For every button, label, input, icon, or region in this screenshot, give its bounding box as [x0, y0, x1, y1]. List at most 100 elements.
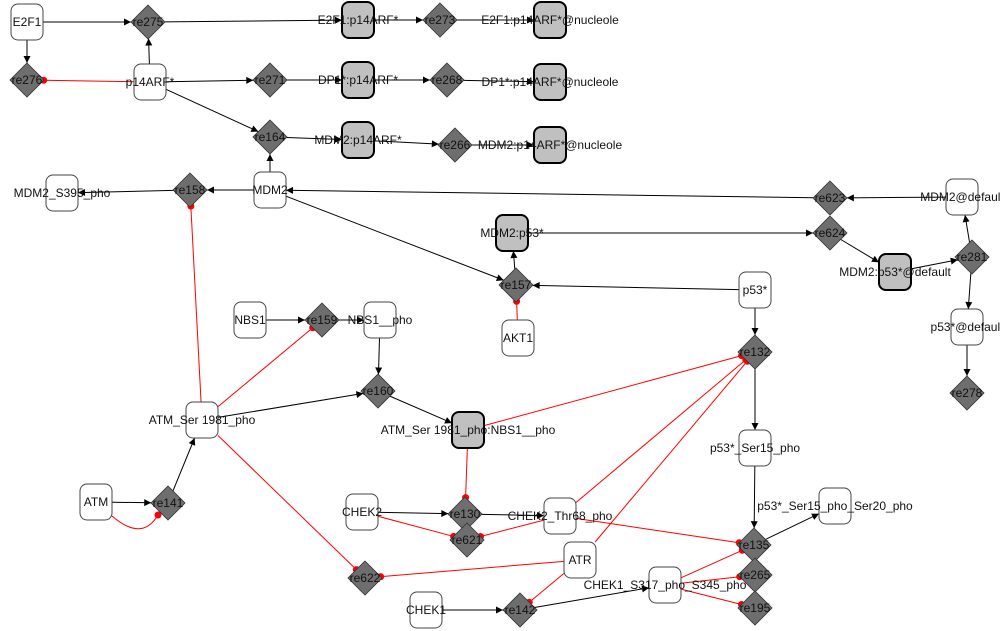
reaction-node-re142[interactable]: re142: [502, 592, 538, 628]
species-node-chek2[interactable]: CHEK2: [342, 493, 382, 531]
species-node-p53_def[interactable]: p53*@default: [931, 308, 1000, 346]
reaction-edge-re135-to-p53_S15_S20: [765, 513, 820, 540]
node-label: re268: [432, 73, 463, 87]
modifier-edge-ATR-to-re132: [594, 360, 748, 543]
species-node-p53[interactable]: p53*: [738, 271, 772, 309]
complex-box: [341, 1, 375, 39]
reaction-edge-p53_S15-to-re135: [750, 465, 758, 529]
species-node-chek1_s[interactable]: CHEK1_S317_pho_S345_pho: [584, 566, 747, 604]
species-node-atm[interactable]: ATM: [79, 483, 113, 521]
reaction-node-re195[interactable]: re195: [737, 590, 773, 626]
reaction-node-re268[interactable]: re268: [429, 62, 465, 98]
reaction-node-re624[interactable]: re624: [812, 215, 848, 251]
complex-box: [495, 214, 529, 252]
node-label: DP1*:p14ARF*: [318, 73, 398, 87]
complex-node-c_atm_nbs1[interactable]: ATM_Ser 1981_pho:NBS1__pho: [381, 411, 556, 449]
reaction-node-re158[interactable]: re158: [172, 172, 208, 208]
reaction-diamond-icon: [498, 267, 534, 303]
reaction-node-re281[interactable]: re281: [954, 239, 990, 275]
species-node-p14arf[interactable]: p14ARF*: [126, 63, 175, 101]
node-label: p53*_Ser15_pho: [710, 441, 800, 455]
species-box: [345, 493, 379, 531]
reaction-node-re623[interactable]: re623: [812, 180, 848, 216]
modifier-edge-CHEK2_T68-to-re132: [575, 359, 747, 503]
reaction-node-re141[interactable]: re141: [150, 485, 186, 521]
complex-node-c_dp1_nuc[interactable]: DP1*:p14ARF*@nucleole: [482, 63, 619, 101]
reaction-diamond-icon: [949, 375, 985, 411]
reaction-node-re135[interactable]: re135: [736, 527, 772, 563]
modifier-edge-p14ARF-to-re276: [43, 79, 135, 83]
node-label: re195: [740, 601, 771, 615]
modifier-edge-CHEK1_S-to-re265: [680, 576, 740, 584]
reaction-node-re157[interactable]: re157: [498, 267, 534, 303]
complex-node-c_mdm2p14_nuc[interactable]: MDM2:p14ARF*@nucleole: [478, 126, 623, 164]
reaction-edge-re281-to-p53_def: [965, 272, 973, 310]
node-label: NBS1: [234, 313, 266, 327]
complex-node-c_e2f1[interactable]: E2F1:p14ARF*: [318, 1, 399, 39]
reaction-diamond-icon: [502, 592, 538, 628]
reaction-node-re275[interactable]: re275: [130, 4, 166, 40]
species-box: [648, 566, 682, 604]
reaction-edge-re158-to-MDM2_S395: [77, 188, 174, 196]
node-label: re281: [957, 250, 988, 264]
species-node-akt1[interactable]: AKT1: [501, 319, 535, 357]
node-label: re157: [501, 278, 532, 292]
reaction-node-re160[interactable]: re160: [360, 373, 396, 409]
species-box: [738, 271, 772, 309]
reaction-diamond-icon: [9, 62, 45, 98]
reaction-node-re130[interactable]: re130: [447, 496, 483, 532]
node-label: MDM2:p14ARF*@nucleole: [478, 138, 623, 152]
node-label: CHEK2: [342, 505, 382, 519]
node-label: re275: [133, 15, 164, 29]
reaction-node-re265[interactable]: re265: [737, 557, 773, 593]
reaction-node-re622[interactable]: re622: [347, 560, 383, 596]
reaction-diamond-icon: [172, 172, 208, 208]
reaction-diamond-icon: [437, 127, 473, 163]
species-node-p53_s15[interactable]: p53*_Ser15_pho: [710, 429, 800, 467]
complex-node-c_mdm2p53_def[interactable]: MDM2:p53*@default: [839, 253, 951, 291]
species-node-nbs1[interactable]: NBS1: [233, 301, 267, 339]
species-node-chek2_t68[interactable]: CHEK2_Thr68_pho: [508, 497, 613, 535]
reaction-node-re159[interactable]: re159: [304, 302, 340, 338]
complex-node-c_mdm2p53[interactable]: MDM2:p53*: [480, 214, 544, 252]
species-node-mdm2[interactable]: MDM2: [252, 171, 288, 209]
reaction-node-re273[interactable]: re273: [422, 2, 458, 38]
reaction-diamond-icon: [812, 180, 848, 216]
species-node-atm_ser[interactable]: ATM_Ser 1981_pho: [149, 401, 256, 439]
species-node-e2f1[interactable]: E2F1: [10, 3, 44, 41]
complex-box: [341, 121, 375, 159]
modifier-edge-ATM_Ser-to-re158: [190, 206, 202, 403]
node-label: re132: [740, 345, 771, 359]
node-label: re265: [740, 568, 771, 582]
reaction-node-re621[interactable]: re621: [449, 522, 485, 558]
species-node-p53_s15_s20[interactable]: p53*_Ser15_pho_Ser20_pho: [757, 487, 913, 525]
node-label: re159: [307, 313, 338, 327]
species-node-mdm2_s395[interactable]: MDM2_S395_pho: [14, 174, 111, 212]
species-node-chek1[interactable]: CHEK1: [406, 591, 446, 629]
node-label: re158: [175, 183, 206, 197]
modifier-edge-CHEK2_T68-to-re135: [575, 517, 740, 544]
species-box: [818, 487, 852, 525]
node-label: CHEK1_S317_pho_S345_pho: [584, 578, 747, 592]
reaction-node-re276[interactable]: re276: [9, 62, 45, 98]
reaction-node-re132[interactable]: re132: [737, 334, 773, 370]
reaction-node-re164[interactable]: re164: [252, 119, 288, 155]
complex-node-c_e2f1_nuc[interactable]: E2F1:p14ARF*@nucleole: [481, 1, 619, 39]
reaction-node-re271[interactable]: re271: [252, 62, 288, 98]
reaction-edge-c_mdm2p14-to-re266: [373, 140, 439, 148]
node-label: re164: [255, 130, 286, 144]
species-box: [950, 308, 984, 346]
reaction-node-re278[interactable]: re278: [949, 375, 985, 411]
species-box: [233, 301, 267, 339]
species-node-atr[interactable]: ATR: [563, 541, 597, 579]
species-node-nbs1_pho[interactable]: NBS1__pho: [348, 301, 413, 339]
node-label: re622: [350, 571, 381, 585]
node-label: re276: [12, 73, 43, 87]
reaction-diamond-icon: [252, 62, 288, 98]
complex-node-c_dp1[interactable]: DP1*:p14ARF*: [318, 61, 398, 99]
modifier-dot-icon: [154, 511, 162, 519]
complex-node-c_mdm2p14[interactable]: MDM2:p14ARF*: [314, 121, 402, 159]
species-node-mdm2_def[interactable]: MDM2@default: [920, 178, 1000, 216]
modifier-edge-c_atm_nbs1-to-re132: [483, 355, 742, 427]
reaction-node-re266[interactable]: re266: [437, 127, 473, 163]
